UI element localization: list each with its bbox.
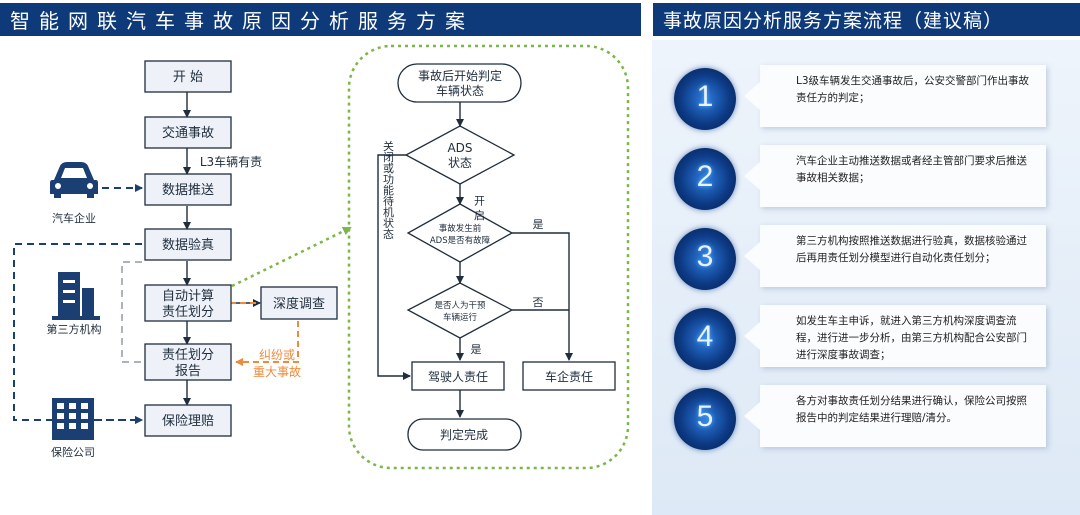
steps-panel: 1 L3级车辆发生交通事故后，公安交警部门作出事故责任方的判定； 2 汽车企业主… (652, 40, 1080, 515)
ads-label-2: 状态 (448, 156, 472, 170)
off-label: 关闭或功能待机状态 (382, 139, 395, 239)
insurance-building-icon (52, 398, 94, 440)
begin-label-2: 车辆状态 (436, 83, 484, 98)
deep-investigation-label: 深度调查 (273, 296, 325, 312)
report-label-2: 报告 (175, 364, 201, 379)
step-card: 汽车企业主动推送数据或者经主管部门要求后推送事故相关数据； (744, 145, 1046, 207)
dispute-label-2: 重大事故 (253, 364, 301, 379)
human-intervene-diamond (406, 282, 514, 339)
flowchart-diagram: 开 始 交通事故 L3车辆有责 数据推送 数据验真 自动计算 责任划分 深度调查… (13, 44, 630, 470)
data-push-label: 数据推送 (162, 183, 214, 198)
report-box (144, 343, 232, 381)
ads-fault-diamond (406, 203, 514, 263)
ads-label-1: ADS (447, 141, 472, 155)
step-card: L3级车辆发生交通事故后，公安交警部门作出事故责任方的判定； (744, 65, 1046, 127)
auto-calc-box (144, 284, 232, 322)
fault-label-1: 事故发生前 (439, 223, 482, 234)
begin-label-1: 事故后开始判定 (418, 68, 502, 83)
dispute-label-1: 纠纷或 (259, 348, 295, 362)
left-title: 智能网联汽车事故原因分析服务方案 (0, 3, 641, 36)
auto-calc-label-1: 自动计算 (162, 289, 214, 304)
step-number-badge: 4 (674, 308, 736, 370)
traffic-accident-label: 交通事故 (162, 125, 214, 141)
company-liability-box (522, 361, 616, 391)
step-number-badge: 5 (674, 388, 736, 450)
auto-calc-label-2: 责任划分 (162, 305, 214, 320)
car-company-label: 汽车企业 (52, 211, 96, 225)
step-card: 如发生车主申诉，就进入第三方机构深度调查流程，进行进一步分析，由第三方机构配合公… (744, 305, 1046, 367)
begin-judgement-box (397, 63, 522, 103)
step-card: 第三方机构按照推送数据进行验真，数据核验通过后再用责任划分模型进行自动化责任划分… (744, 225, 1046, 287)
intervene-no-label: 否 (533, 296, 544, 309)
step-row-3: 3 第三方机构按照推送数据进行验真，数据核验通过后再用责任划分模型进行自动化责任… (652, 220, 1080, 300)
l3-liable-label: L3车辆有责 (200, 154, 262, 169)
complete-label: 判定完成 (440, 427, 488, 442)
step-row-1: 1 L3级车辆发生交通事故后，公安交警部门作出事故责任方的判定； (652, 60, 1080, 140)
ads-status-diamond (404, 125, 516, 185)
step-number-badge: 1 (674, 68, 736, 130)
start-box (144, 60, 232, 93)
step-row-5: 5 各方对事故责任划分结果进行确认，保险公司按照报告中的判定结果进行理赔/清分。 (652, 380, 1080, 460)
step-number-badge: 2 (674, 148, 736, 210)
step-row-2: 2 汽车企业主动推送数据或者经主管部门要求后推送事故相关数据； (652, 140, 1080, 220)
traffic-accident-box (144, 116, 232, 149)
start-label: 开 始 (173, 70, 203, 85)
data-verify-label: 数据验真 (162, 237, 214, 253)
data-push-box (144, 173, 232, 206)
third-party-building-icon (52, 272, 100, 320)
complete-box (407, 418, 522, 451)
step-row-4: 4 如发生车主申诉，就进入第三方机构深度调查流程，进行进一步分析，由第三方机构配… (652, 300, 1080, 380)
fault-yes-label: 是 (533, 218, 544, 231)
insurance-company-label: 保险公司 (51, 445, 95, 459)
step-card: 各方对事故责任划分结果进行确认，保险公司按照报告中的判定结果进行理赔/清分。 (744, 385, 1046, 447)
third-party-label: 第三方机构 (47, 322, 102, 336)
intervene-label-1: 是否人为干预 (434, 300, 486, 311)
driver-liability-label: 驾驶人责任 (428, 369, 488, 384)
driver-liability-box (411, 361, 505, 391)
data-verify-box (144, 228, 232, 261)
insurance-claim-label: 保险理赔 (162, 414, 214, 429)
step-number-badge: 3 (674, 228, 736, 290)
intervene-label-2: 车辆运行 (443, 312, 478, 323)
insurance-claim-box (144, 404, 232, 437)
car-icon (50, 162, 98, 198)
right-title: 事故原因分析服务方案流程（建议稿） (653, 3, 1080, 36)
company-liability-label: 车企责任 (545, 369, 593, 384)
fault-label-2: ADS是否有故障 (430, 235, 491, 246)
intervene-yes-label: 是 (471, 343, 482, 356)
report-label-1: 责任划分 (162, 348, 214, 363)
on-label: 开 启 (473, 195, 486, 221)
deep-investigation-box (260, 286, 338, 320)
